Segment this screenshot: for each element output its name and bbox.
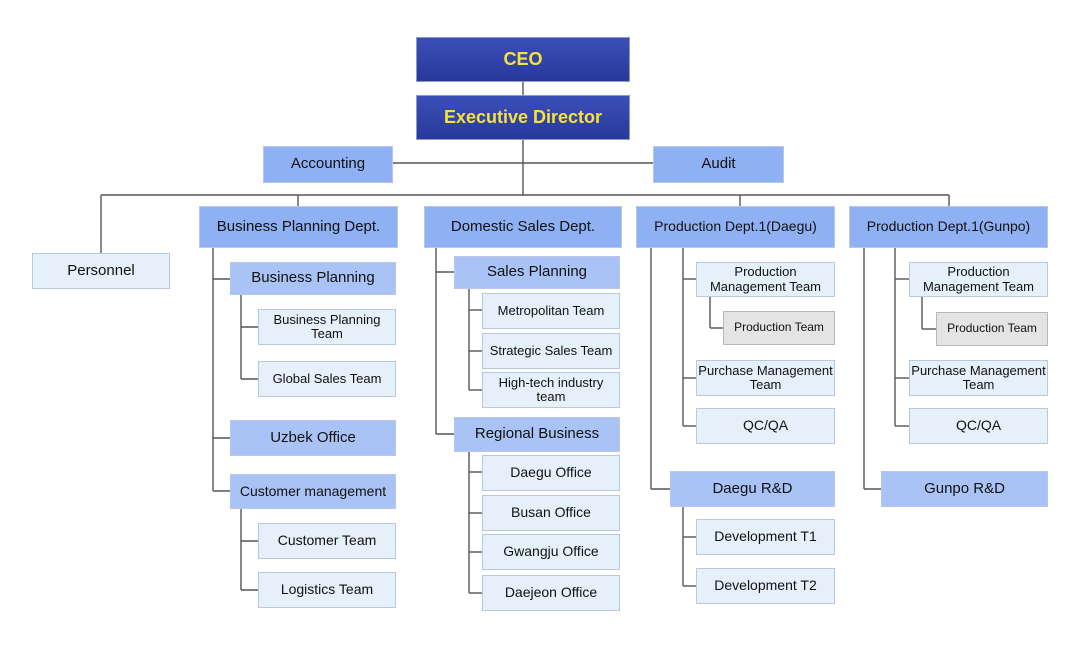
uzbek-office-box: Uzbek Office bbox=[230, 420, 396, 456]
business-planning-dept-box: Business Planning Dept. bbox=[199, 206, 398, 248]
sales-planning-box: Sales Planning bbox=[454, 256, 620, 289]
production-team-gunpo-box: Production Team bbox=[936, 312, 1048, 346]
domestic-sales-dept-box: Domestic Sales Dept. bbox=[424, 206, 622, 248]
personnel-box: Personnel bbox=[32, 253, 170, 289]
customer-management-box: Customer management bbox=[230, 474, 396, 509]
accounting-box: Accounting bbox=[263, 146, 393, 183]
executive-director-box: Executive Director bbox=[416, 95, 630, 140]
development-t1-box: Development T1 bbox=[696, 519, 835, 555]
audit-box: Audit bbox=[653, 146, 784, 183]
busan-office-box: Busan Office bbox=[482, 495, 620, 531]
purchase-management-team-gunpo-box: Purchase Management Team bbox=[909, 360, 1048, 396]
gunpo-rnd-box: Gunpo R&D bbox=[881, 471, 1048, 507]
gwangju-office-box: Gwangju Office bbox=[482, 534, 620, 570]
production-management-team-daegu-box: Production Management Team bbox=[696, 262, 835, 297]
development-t2-box: Development T2 bbox=[696, 568, 835, 604]
production-gunpo-dept-box: Production Dept.1(Gunpo) bbox=[849, 206, 1048, 248]
business-planning-team-box: Business Planning Team bbox=[258, 309, 396, 345]
ceo-box: CEO bbox=[416, 37, 630, 82]
logistics-team-box: Logistics Team bbox=[258, 572, 396, 608]
production-team-daegu-box: Production Team bbox=[723, 311, 835, 345]
hightech-industry-team-box: High-tech industry team bbox=[482, 372, 620, 408]
global-sales-team-box: Global Sales Team bbox=[258, 361, 396, 397]
daejeon-office-box: Daejeon Office bbox=[482, 575, 620, 611]
qcqa-gunpo-box: QC/QA bbox=[909, 408, 1048, 444]
qcqa-daegu-box: QC/QA bbox=[696, 408, 835, 444]
production-management-team-gunpo-box: Production Management Team bbox=[909, 262, 1048, 297]
daegu-office-box: Daegu Office bbox=[482, 455, 620, 491]
daegu-rnd-box: Daegu R&D bbox=[670, 471, 835, 507]
purchase-management-team-daegu-box: Purchase Management Team bbox=[696, 360, 835, 396]
customer-team-box: Customer Team bbox=[258, 523, 396, 559]
production-daegu-dept-box: Production Dept.1(Daegu) bbox=[636, 206, 835, 248]
business-planning-box: Business Planning bbox=[230, 262, 396, 295]
metropolitan-team-box: Metropolitan Team bbox=[482, 293, 620, 329]
strategic-sales-team-box: Strategic Sales Team bbox=[482, 333, 620, 369]
regional-business-box: Regional Business bbox=[454, 417, 620, 452]
